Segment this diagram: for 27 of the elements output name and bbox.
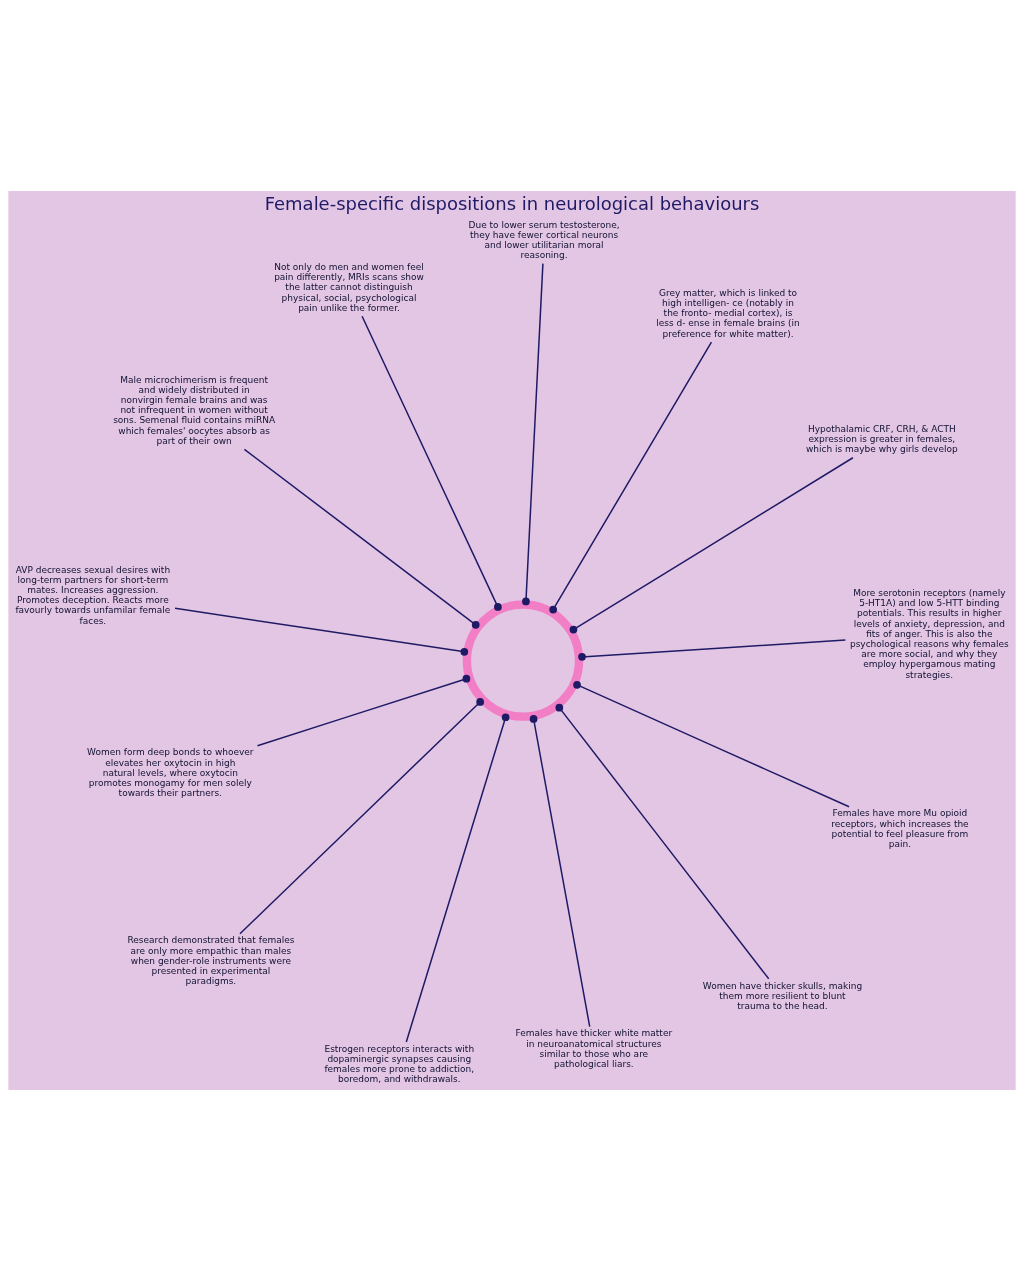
- node-text: Grey matter, which is linked to high intelligen- ce (notably in the fronto- medial cortex), is less d- ense in female brains (in preference for white matter).: [656, 287, 800, 339]
- connector: [569, 456, 854, 633]
- connector: [522, 262, 544, 605]
- connector: [555, 703, 770, 980]
- node-text: Females have thicker white matter in neuroanatomical structures similar to those who are pathological liars.: [515, 1027, 673, 1069]
- connector: [256, 674, 471, 746]
- diagram-title: Female-specific dispositions in neurological behaviours: [264, 192, 760, 214]
- node-text: More serotonin receptors (namely 5-HT1A) and low 5-HTT binding potentials. This results in higher levels of anxiety, depression, and fits of anger. This is also the psychological reasons why females are more social, and why they employ hypergamous mating strategies.: [849, 587, 1009, 680]
- node-text: AVP decreases sexual desires with long-term partners for short-term mates. Increases aggression. Promotes deception. Reacts more favourly towards unfamilar female faces.: [15, 564, 171, 626]
- connector: [243, 448, 480, 629]
- node-text: Research demonstrated that females are only more empathic than males when gender-role instruments were presented in experimental paradigms.: [127, 934, 295, 986]
- node-text: Females have more Mu opioid receptors, which increases the potential to feel pleasure from pain.: [831, 807, 969, 849]
- connector: [174, 607, 469, 656]
- node-text: Women have thicker skulls, making them more resilient to blunt trauma to the head.: [702, 980, 863, 1011]
- node-text: Male microchimerism is frequent and widely distributed in nonvirgin female brains and was not infrequent in women without sons. Semenal fluid contains miRNA which females' oocytes absorb as part of their own: [113, 374, 276, 446]
- node-text: Hypothalamic CRF, CRH, & ACTH expression is greater in females, which is maybe why girls develop: [805, 423, 958, 454]
- connector: [549, 340, 713, 613]
- node-text: Due to lower serum testosterone, they have fewer cortical neurons and lower utilitarian moral reasoning.: [468, 219, 620, 260]
- node-text: Women form deep bonds to whoever elevates her oxytocin in high natural levels, where oxytocin promotes monogamy for men solely towards their partners.: [87, 746, 254, 798]
- node-text: Not only do men and women feel pain differently, MRIs scans show the latter cannot distinguish physical, social, psychological pain unlike the former.: [274, 261, 424, 313]
- connector: [405, 712, 510, 1043]
- node-text: Estrogen receptors interacts with dopaminergic synapses causing females more prone to addiction, boredom, and withdrawals.: [324, 1043, 475, 1084]
- connector: [529, 714, 591, 1027]
- connector: [578, 638, 847, 661]
- connector: [239, 697, 484, 934]
- connector: [361, 315, 502, 611]
- connector: [573, 680, 850, 808]
